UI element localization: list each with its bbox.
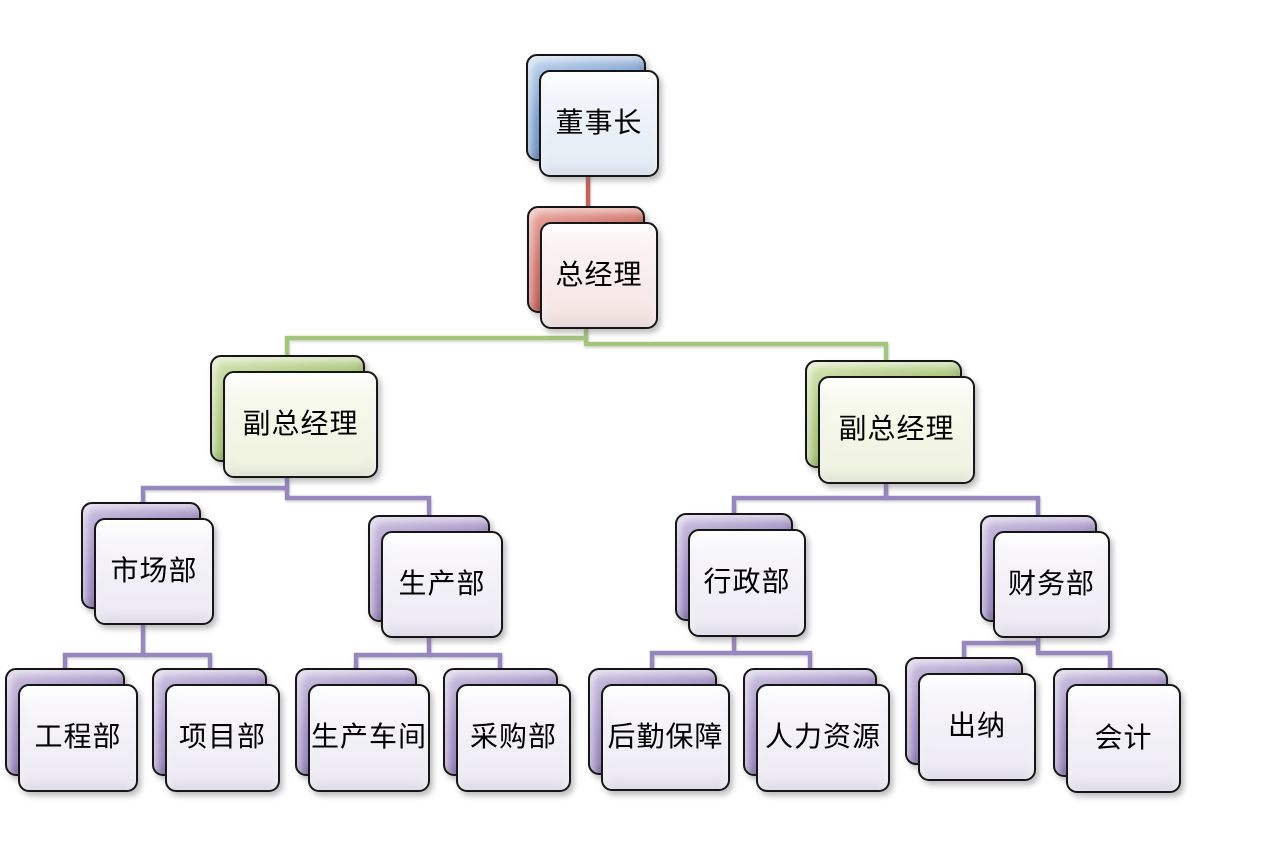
connector-admin-logistics <box>649 626 737 673</box>
node-front-panel: 董事长 <box>539 70 659 177</box>
node-label: 项目部 <box>178 722 266 753</box>
connector-marketing-engineering <box>62 608 146 673</box>
node-front-panel: 生产车间 <box>308 684 430 792</box>
node-label: 生产车间 <box>310 722 427 753</box>
node-label: 生产部 <box>398 568 486 600</box>
node-front-panel: 生产部 <box>381 531 503 638</box>
connector-finance-accounting <box>1035 643 1113 673</box>
connector-vgmr-admin <box>731 476 889 518</box>
node-label: 副总经理 <box>242 408 359 440</box>
org-node-production: 生产部 <box>368 515 503 638</box>
node-front-panel: 采购部 <box>456 684 571 792</box>
node-front-panel: 行政部 <box>688 529 806 637</box>
node-front-panel: 副总经理 <box>223 371 378 478</box>
org-node-gm: 总经理 <box>527 206 658 329</box>
node-label: 行政部 <box>703 567 791 598</box>
node-front-panel: 出纳 <box>918 673 1036 781</box>
connector-gm-vgm-right <box>583 336 889 366</box>
org-node-workshop: 生产车间 <box>295 668 430 792</box>
org-node-vgm-left: 副总经理 <box>210 355 378 478</box>
node-front-panel: 市场部 <box>94 518 214 625</box>
node-label: 财务部 <box>1007 568 1095 600</box>
org-node-admin: 行政部 <box>675 513 806 637</box>
org-node-purchasing: 采购部 <box>443 668 571 792</box>
connector-admin-hr <box>734 650 813 673</box>
node-label: 采购部 <box>469 722 557 753</box>
node-front-panel: 工程部 <box>18 684 138 792</box>
org-node-finance: 财务部 <box>980 515 1110 638</box>
node-label: 总经理 <box>555 259 643 291</box>
org-node-engineering: 工程部 <box>5 668 138 792</box>
org-node-accounting: 会计 <box>1053 668 1181 793</box>
node-front-panel: 副总经理 <box>818 376 975 484</box>
node-label: 副总经理 <box>838 414 955 445</box>
org-node-logistics: 后勤保障 <box>588 668 730 791</box>
node-label: 工程部 <box>34 722 122 753</box>
node-front-panel: 会计 <box>1066 684 1181 793</box>
connector-production-workshop <box>353 626 432 673</box>
org-node-cashier: 出纳 <box>905 657 1036 781</box>
node-label: 后勤保障 <box>607 721 724 753</box>
org-node-marketing: 市场部 <box>81 502 214 625</box>
node-label: 出纳 <box>947 711 1006 742</box>
node-front-panel: 财务部 <box>993 531 1110 638</box>
connector-production-purchasing <box>429 652 503 673</box>
node-label: 人力资源 <box>764 722 881 753</box>
node-label: 董事长 <box>555 107 643 139</box>
connector-vgml-production <box>284 486 432 520</box>
org-node-project: 项目部 <box>152 668 280 792</box>
node-label: 会计 <box>1094 722 1153 754</box>
node-front-panel: 项目部 <box>165 684 280 792</box>
node-front-panel: 人力资源 <box>756 684 890 792</box>
org-node-hr: 人力资源 <box>743 668 890 792</box>
connector-vgml-marketing <box>140 470 290 507</box>
node-label: 市场部 <box>110 555 198 587</box>
node-front-panel: 后勤保障 <box>601 684 730 791</box>
org-node-vgm-right: 副总经理 <box>805 360 975 484</box>
connector-vgmr-finance <box>883 490 1041 520</box>
connector-marketing-project <box>143 652 213 673</box>
node-front-panel: 总经理 <box>540 222 658 329</box>
org-node-chairman: 董事长 <box>526 54 659 177</box>
connector-gm-vgm-left <box>284 324 589 360</box>
